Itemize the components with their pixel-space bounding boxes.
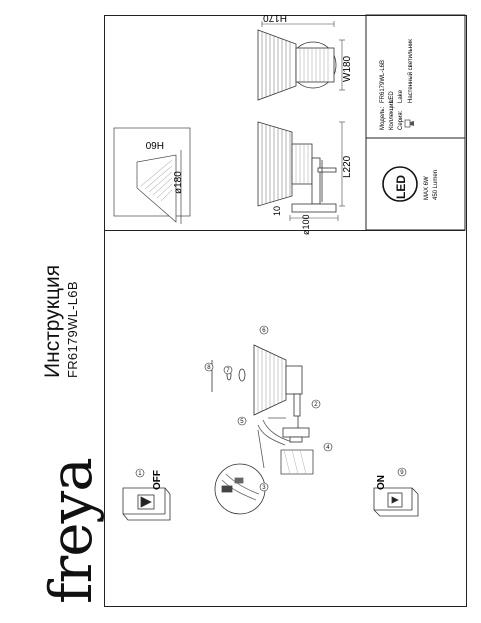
dim-lines-side — [289, 121, 345, 221]
spec-lumen: 450 Lumen — [433, 170, 439, 200]
wall-lamp-type-icon — [404, 119, 414, 128]
dim-h60: H60 — [145, 139, 164, 150]
spec-series-label: Серия: — [398, 110, 404, 130]
switch-on-label: ON — [376, 475, 387, 490]
assembly-diagram — [211, 344, 314, 515]
step-5-number: 5 — [240, 419, 244, 425]
shade-detail-view — [113, 127, 191, 224]
spec-model-label: Модель: — [380, 106, 386, 130]
dim-h10: 10 — [272, 206, 282, 216]
spec-model-value: FR6179WL-L6B — [380, 60, 386, 103]
switch-off-label: OFF — [152, 470, 163, 490]
step-7-marker: 7 — [223, 365, 233, 375]
step-6-number: 6 — [262, 328, 266, 334]
led-logo-text: LED — [394, 175, 408, 199]
top-panel-frame — [104, 15, 465, 231]
step-2-marker: 2 — [311, 399, 321, 409]
dim-d100: ø100 — [301, 214, 311, 235]
dim-l220: L220 — [342, 155, 353, 178]
step-1-marker: 1 — [135, 468, 145, 478]
step-2-number: 2 — [314, 402, 318, 408]
step-9-number: 9 — [400, 470, 404, 476]
step-1-number: 1 — [138, 471, 142, 477]
spec-max-power: MAX 6W — [424, 176, 430, 200]
step-8-number: 8 — [207, 365, 211, 371]
step-3-marker: 3 — [259, 482, 269, 492]
spec-collection-label: Коллекция: — [389, 98, 395, 130]
led-logo: LED — [382, 166, 418, 202]
step-9-marker: 9 — [397, 467, 407, 477]
step-3-number: 3 — [262, 485, 266, 491]
step-7-number: 7 — [226, 368, 230, 374]
step-markers: 1 2 3 4 5 6 7 8 9 — [135, 325, 407, 492]
step-8-marker: 8 — [204, 362, 214, 372]
drawing-frame — [104, 15, 467, 607]
switch-on-diagram — [373, 487, 419, 517]
step-5-marker: 5 — [237, 416, 247, 426]
switch-off-diagram — [122, 487, 171, 521]
spec-collection-value: LED — [389, 91, 395, 103]
spec-type-value: Настенный светильник — [407, 39, 414, 103]
spec-table: LED MAX 6W 450 Lumen Модель: FR6179WL-L6… — [365, 14, 466, 231]
lamp-top-view — [257, 29, 337, 101]
dim-h170: H170 — [263, 12, 287, 23]
spec-series-value: Lake — [398, 89, 404, 103]
lamp-side-view — [257, 121, 337, 213]
dim-lines-top — [261, 21, 345, 91]
dim-d180: ø180 — [173, 171, 184, 194]
step-6-marker: 6 — [259, 325, 269, 335]
dim-w180: W180 — [342, 55, 353, 82]
step-4-number: 4 — [326, 445, 330, 451]
step-4-marker: 4 — [323, 442, 333, 452]
